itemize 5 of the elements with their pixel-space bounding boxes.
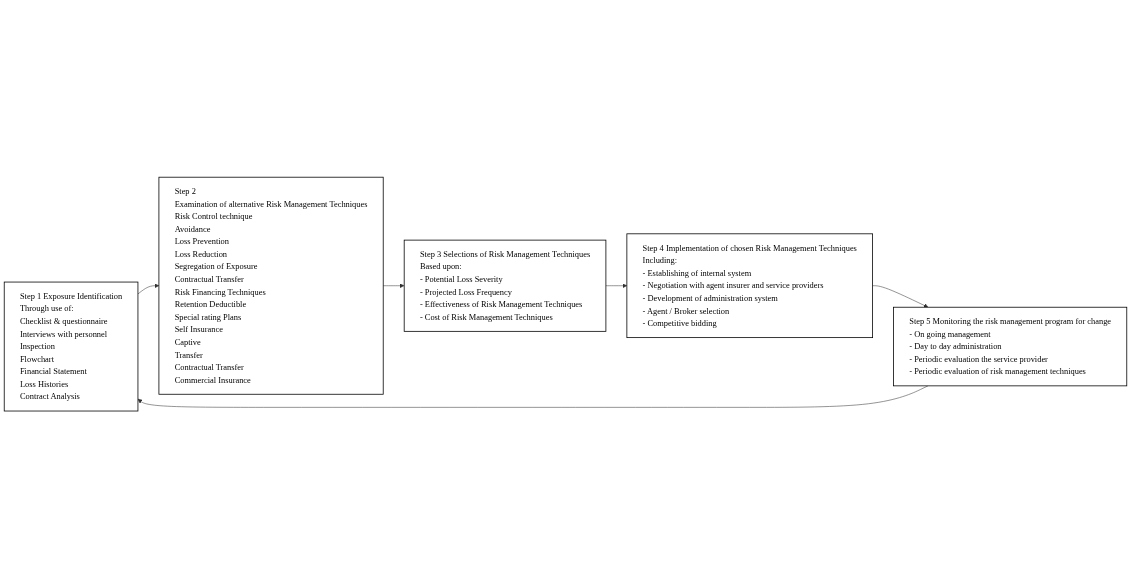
node-box: Step 2 Examination of alternative Risk Management Techniques Risk Control technique Avoidance Loss Prevention Loss Reduction Segregation of Exposure Contractual Transfer Risk Financing Techniques Retention Deductible Special rating Plans Self Insurance Captive Transfer Contractual Transfer Commercial Insurance xyxy=(158,176,384,395)
node-box: Step 5 Monitoring the risk management program for change - On going management - Day to day administration - Periodic evaluation the service provider - Periodic evaluation of risk management techniques xyxy=(893,306,1128,387)
node-box: Step 4 Implementation of chosen Risk Management Techniques Including: - Establishing of internal system - Negotiation with agent insurer and service providers - Development of administration system - Agent / Broker selection - Competitive bidding xyxy=(626,233,873,338)
node-box: Step 1 Exposure Identification Through use of: Checklist & questionnaire Interviews with personnel Inspection Flowchart Financial Statement Loss Histories Contract Analysis xyxy=(3,281,139,412)
node-box: Step 3 Selections of Risk Management Techniques Based upon: - Potential Loss Severity - Projected Loss Frequency - Effectiveness of Risk Management Techniques - Cost of Risk Management Techniques xyxy=(403,239,607,332)
